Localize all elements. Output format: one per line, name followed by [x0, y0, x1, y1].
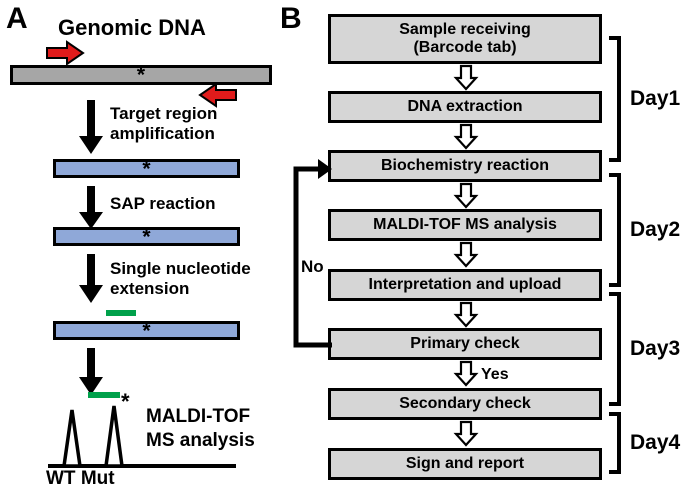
extension-probe-icon [106, 310, 136, 316]
step-arrow-amplification-icon [79, 100, 103, 154]
flow-step-label-line1: Secondary check [399, 395, 531, 412]
flow-step-label-line1: Interpretation and upload [368, 276, 562, 293]
flow-step-maldi-tof-ms-analysis[interactable]: MALDI-TOF MS analysis [328, 209, 602, 241]
mutation-marker-icon: * [121, 389, 130, 414]
day1-label: Day1 [630, 87, 681, 110]
step-label-sap-reaction: SAP reaction [110, 194, 216, 213]
day2-bracket-icon [609, 173, 621, 287]
day4-label: Day4 [630, 431, 681, 454]
flow-step-label-line1: Sample receiving [399, 21, 531, 38]
flow-arrow-7-icon [453, 420, 479, 447]
flow-step-primary-check[interactable]: Primary check [328, 328, 602, 360]
step-label-extension-line1: Single nucleotide [110, 259, 251, 278]
flow-step-label-line1: MALDI-TOF MS analysis [373, 216, 557, 233]
genomic-dna-template: * [10, 63, 272, 87]
mutation-marker-icon: * [142, 224, 151, 248]
flow-arrow-2-icon [453, 123, 479, 150]
day3-label: Day3 [630, 337, 681, 360]
flow-arrow-4-icon [453, 241, 479, 268]
step-arrow-extension-icon [79, 254, 103, 303]
decision-label-yes: Yes [481, 366, 509, 383]
flow-arrow-1-icon [453, 64, 479, 91]
day4-bracket-icon [609, 412, 621, 474]
flow-step-secondary-check[interactable]: Secondary check [328, 388, 602, 420]
panel-a-title: Genomic DNA [58, 15, 206, 40]
flow-arrow-5-icon [453, 301, 479, 328]
step-arrow-sap-icon [79, 186, 103, 229]
reverse-primer-icon [198, 82, 237, 108]
amplicon-bar-3: * [53, 318, 240, 342]
flow-step-biochemistry-reaction[interactable]: Biochemistry reaction [328, 150, 602, 182]
day1-bracket-icon [609, 36, 621, 162]
flow-step-label-line1: Biochemistry reaction [380, 157, 550, 174]
mutation-marker-icon: * [142, 318, 151, 342]
flow-step-label-line2: (Barcode tab) [413, 39, 517, 56]
mutation-marker-icon: * [136, 63, 146, 87]
amplicon-bar-1: * [53, 156, 240, 180]
flow-step-interpretation-and-upload[interactable]: Interpretation and upload [328, 269, 602, 301]
flow-step-dna-extraction[interactable]: DNA extraction [328, 91, 602, 123]
day3-bracket-icon [609, 292, 621, 406]
step-label-extension-line2: extension [110, 279, 190, 298]
maldi-readout-title-line2: MS analysis [146, 430, 255, 451]
amplicon-bar-2: * [53, 224, 240, 248]
flow-step-label-line1: DNA extraction [407, 98, 523, 115]
flow-arrow-3-icon [453, 182, 479, 209]
panel-a-letter: A [6, 2, 28, 35]
feedback-loop-no-arrow-icon [293, 159, 332, 348]
step-label-amplification-line1: Target region [110, 104, 218, 123]
flow-step-label-line1: Primary check [410, 335, 520, 352]
maldi-readout-title-line1: MALDI-TOF [146, 406, 251, 427]
flow-arrow-6-icon [453, 360, 479, 387]
spectrum-axis-label: WT Mut [46, 468, 115, 489]
mass-spectrum-plot [48, 405, 236, 468]
flow-step-sample-receiving[interactable]: Sample receiving (Barcode tab) [328, 14, 602, 64]
flow-step-sign-and-report[interactable]: Sign and report [328, 448, 602, 480]
day2-label: Day2 [630, 218, 681, 241]
flow-step-label-line1: Sign and report [405, 455, 525, 472]
forward-primer-icon [46, 40, 85, 66]
decision-label-no: No [301, 257, 324, 276]
step-arrow-readout-icon [79, 348, 103, 395]
extended-probe-icon [88, 392, 120, 398]
mutation-marker-icon: * [142, 156, 151, 180]
step-label-amplification-line2: amplification [110, 124, 215, 143]
panel-b-letter: B [280, 2, 302, 35]
